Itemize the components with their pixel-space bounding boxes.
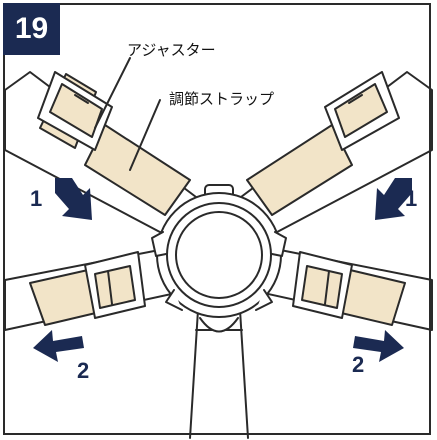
adjuster-label: アジャスター [127, 41, 216, 59]
arrow-number-upper-right: 1 [405, 186, 418, 211]
center-buckle [151, 184, 287, 318]
upper-left-adjuster [37, 71, 113, 151]
arrow-lower-right [353, 330, 404, 362]
arrow-number-lower-right: 2 [352, 352, 365, 377]
arrow-number-lower-left: 2 [77, 358, 90, 383]
arrow-number-upper-left: 1 [30, 186, 43, 211]
upper-right-adjuster [324, 71, 400, 151]
arrow-upper-left [55, 178, 92, 220]
arrow-upper-right [375, 178, 412, 220]
crotch-strap [189, 309, 249, 439]
lower-left-adjuster [84, 251, 146, 319]
step-number-badge: 19 [3, 3, 60, 55]
arrow-lower-left [33, 330, 84, 362]
adjust-strap-label: 調節ストラップ [169, 90, 275, 108]
lower-right-adjuster [292, 251, 353, 319]
strap-leader-line [129, 99, 161, 171]
adjuster-leader-line [94, 57, 131, 129]
